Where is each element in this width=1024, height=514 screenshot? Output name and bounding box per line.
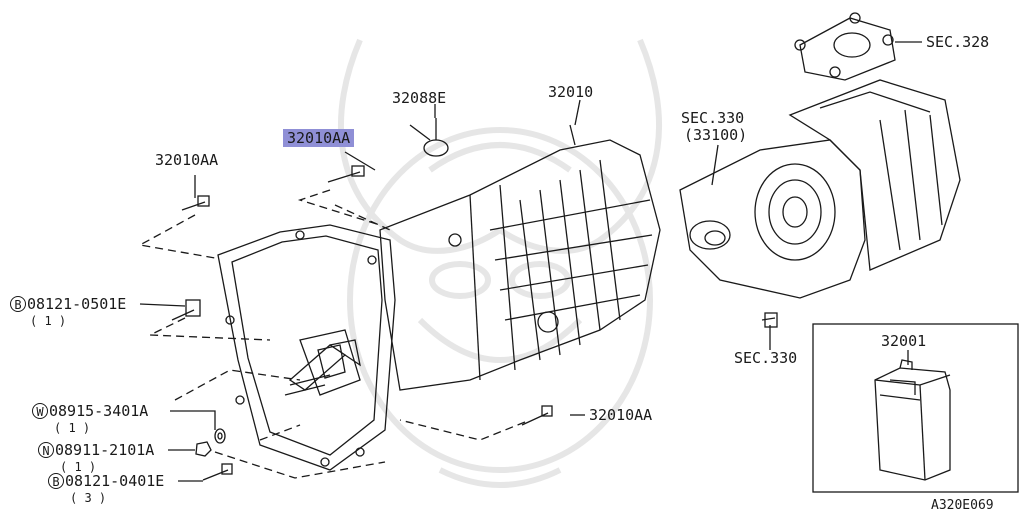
bellhousing [217, 224, 396, 471]
input-shaft [288, 339, 361, 391]
top-cover [794, 12, 896, 81]
prefix-badge: B [10, 296, 26, 312]
leader-lines [139, 41, 922, 482]
label-part-32010AA-selected[interactable]: 32010AA [283, 129, 355, 147]
label-sec-328[interactable]: SEC.328 [926, 33, 990, 51]
fastener-part-number: 08911-2101A [55, 441, 155, 459]
fastener-part-number: 08915-3401A [49, 402, 149, 420]
selected-highlight: 32010AA [283, 129, 355, 147]
fastener-qty-1: ( 1 ) [30, 314, 67, 328]
label-part-32010AA-left[interactable]: 32010AA [155, 151, 219, 169]
prefix-badge: N [38, 442, 54, 458]
bolt-icon [171, 165, 778, 481]
fastener-qty-3: ( 1 ) [60, 460, 97, 474]
label-part-32010AA-lower[interactable]: 32010AA [589, 406, 653, 424]
sensor-32088E [409, 118, 449, 157]
rear-extension [679, 79, 961, 299]
fastener-qty-2: ( 1 ) [54, 421, 91, 435]
prefix-badge: W [32, 403, 48, 419]
label-sec-330-sub: (33100) [684, 126, 748, 144]
prefix-badge: B [48, 473, 64, 489]
fastener-part-number: 08121-0401E [65, 472, 165, 490]
transmission-case [379, 124, 661, 391]
oil-box-frame [812, 323, 1019, 493]
label-part-32088E[interactable]: 32088E [392, 89, 447, 107]
fastener-part-number: 08121-0501E [27, 295, 127, 313]
label-part-32001[interactable]: 32001 [881, 332, 927, 350]
oil-can-icon [874, 359, 951, 481]
dashed-guide-lines [138, 189, 526, 479]
nut-icon [195, 441, 212, 457]
diagram-code: A320E069 [931, 498, 994, 513]
label-part-32010[interactable]: 32010 [548, 83, 594, 101]
fastener-qty-4: ( 3 ) [70, 491, 107, 505]
label-sec-330-top[interactable]: SEC.330 [681, 109, 745, 127]
label-sec-330-bottom[interactable]: SEC.330 [734, 349, 798, 367]
watermark-crest-icon [338, 38, 662, 488]
washer-icon [214, 428, 226, 444]
